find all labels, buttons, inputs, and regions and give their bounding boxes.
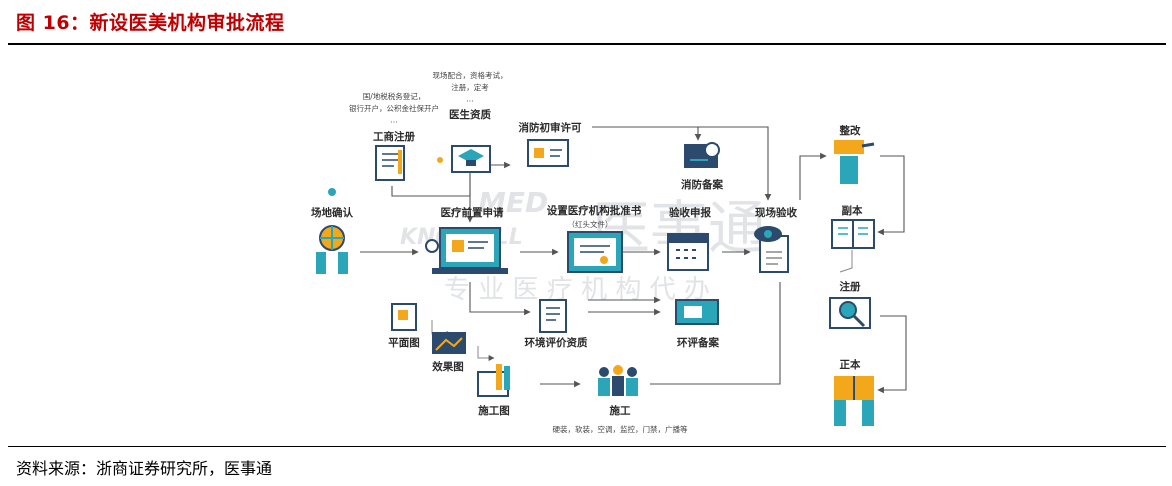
label-site-accept: 现场验收 (755, 206, 797, 219)
note-business-reg-2: 银行开户，公积金社保开户 (349, 103, 439, 113)
label-rendering: 效果图 (432, 360, 464, 373)
watermark-slogan: 专 业 医 疗 机 构 代 办 (444, 275, 710, 305)
site-confirm-icon (316, 188, 348, 274)
fire-filing-icon (684, 142, 720, 168)
magnifier-icon (829, 297, 871, 329)
note-business-reg-1: 国/地税税务登记， (363, 91, 426, 101)
label-pre-apply: 医疗前置申请 (441, 206, 504, 219)
node-labels: 场地确认 国/地税税务登记， 银行开户，公积金社保开户 ··· 工商注册 现场配… (311, 70, 863, 434)
open-book-icon (831, 219, 875, 249)
label-floor-plan: 平面图 (388, 337, 420, 349)
pencil-hand-icon (834, 140, 875, 184)
laptop-icon (425, 227, 508, 274)
note-construction: 硬装，软装，空调，监控，门禁，广播等 (553, 424, 688, 434)
note-doctor-qual-2: 注册，定考 (451, 82, 489, 92)
approval-flow-diagram: MED KNOWALL 医事通 专 业 医 疗 机 构 代 办 (311, 70, 907, 434)
workers-icon (598, 365, 638, 396)
label-fire-permit: 消防初审许可 (519, 121, 582, 134)
top-divider (8, 43, 1166, 45)
bottom-divider (8, 446, 1166, 447)
fire-permit-icon (527, 139, 569, 167)
label-construction: 施工 (610, 404, 631, 417)
figure-title: 图 16：新设医美机构审批流程 (16, 12, 285, 34)
label-site-confirm: 场地确认 (311, 206, 353, 219)
env-eval-doc-icon (539, 299, 567, 333)
label-approval: 设置医疗机构批准书 (547, 204, 642, 217)
calendar-icon (667, 233, 709, 271)
certificate-icon (567, 231, 623, 273)
rendering-icon (432, 332, 466, 354)
note-doctor-qual-1: 现场配合，资格考试， (433, 70, 508, 80)
label-env-filing: 环评备案 (677, 336, 719, 349)
label-construction-drawing: 施工图 (478, 404, 510, 417)
env-filing-icon (675, 299, 719, 325)
label-rectify: 整改 (839, 124, 861, 137)
label-register: 注册 (840, 280, 861, 293)
flow-connectors (360, 126, 907, 394)
eye-document-icon (754, 226, 789, 273)
dots-business-reg: ··· (390, 118, 397, 127)
label-fire-filing: 消防备案 (681, 178, 723, 191)
label-business-reg: 工商注册 (373, 130, 415, 143)
label-acceptance-apply: 验收申报 (669, 206, 711, 219)
label-original: 正本 (840, 358, 861, 371)
drawing-tools-icon (477, 364, 510, 397)
document-icon (375, 145, 405, 181)
book-hands-icon (834, 376, 874, 426)
label-env-eval: 环境评价资质 (525, 336, 588, 349)
dots-doctor-qual: ··· (466, 97, 473, 106)
watermark-latin-1: MED (478, 186, 548, 219)
note-approval: （红头文件） (568, 219, 613, 229)
source-note: 资料来源：浙商证券研究所，医事通 (16, 459, 273, 478)
label-copy: 副本 (842, 204, 863, 217)
floor-plan-icon (391, 303, 417, 331)
graduation-cap-icon (437, 145, 491, 173)
label-doctor-qual: 医生资质 (449, 108, 491, 121)
